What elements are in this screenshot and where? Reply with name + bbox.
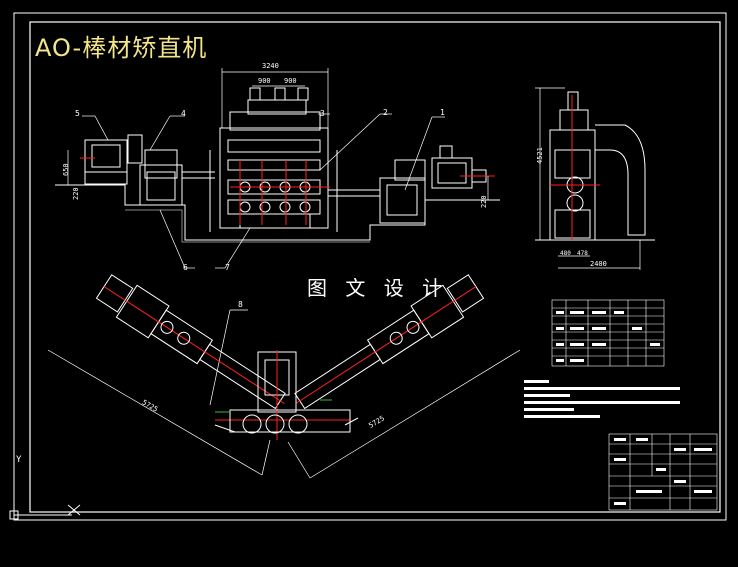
machine-body [219, 127, 329, 229]
callout-1: 1 [440, 108, 445, 117]
title-block [608, 433, 718, 511]
callout-5: 5 [75, 109, 80, 118]
drawing-title: AO-棒材矫直机 [35, 34, 208, 62]
side-view [535, 91, 655, 241]
dim-top-total: 3240 [262, 62, 279, 70]
callout-3: 3 [320, 109, 325, 118]
title-block-fill [614, 438, 712, 505]
parts-table [551, 299, 665, 367]
plan-view [95, 274, 485, 440]
dim-side-2400: 2400 [590, 260, 607, 268]
plan-dimensions: 5725 5725 [47, 349, 521, 479]
dim-left-650: 650 [62, 163, 70, 176]
dim-side-478: 478 [577, 250, 588, 257]
ucs-axis-icon: Y [9, 455, 81, 520]
callout-7: 7 [225, 263, 230, 272]
dim-right-220: 220 [480, 195, 488, 208]
brand-text: 图 文 设 计 [307, 276, 449, 300]
reducer-4 [144, 149, 178, 179]
stand-6 [139, 164, 183, 206]
parts-table-fill [556, 311, 660, 362]
callout-8: 8 [238, 300, 243, 309]
dim-side-480: 480 [560, 250, 571, 257]
outer-frame [13, 12, 727, 521]
dim-top-b: 900 [284, 77, 297, 85]
callout-6: 6 [183, 263, 188, 272]
callout-4: 4 [181, 109, 186, 118]
inner-frame [29, 21, 721, 513]
ground-hatch [125, 209, 370, 243]
dim-plan-left: 5725 [141, 398, 160, 413]
side-dimensions: 4521 480 478 2400 [535, 87, 641, 270]
front-dimensions: 3240 900 900 650 220 220 [62, 62, 489, 208]
dim-left-220: 220 [72, 187, 80, 200]
dim-top-a: 900 [258, 77, 271, 85]
front-elevation [55, 87, 500, 243]
callout-2: 2 [383, 108, 388, 117]
technical-notes [524, 380, 680, 418]
svg-text:Y: Y [16, 455, 22, 465]
callouts: 5 4 3 2 1 6 7 8 [75, 108, 445, 406]
stand-1 [379, 177, 426, 224]
dim-side-height: 4521 [536, 147, 544, 164]
ground-line [55, 184, 500, 241]
dim-plan-right: 5725 [367, 414, 386, 430]
